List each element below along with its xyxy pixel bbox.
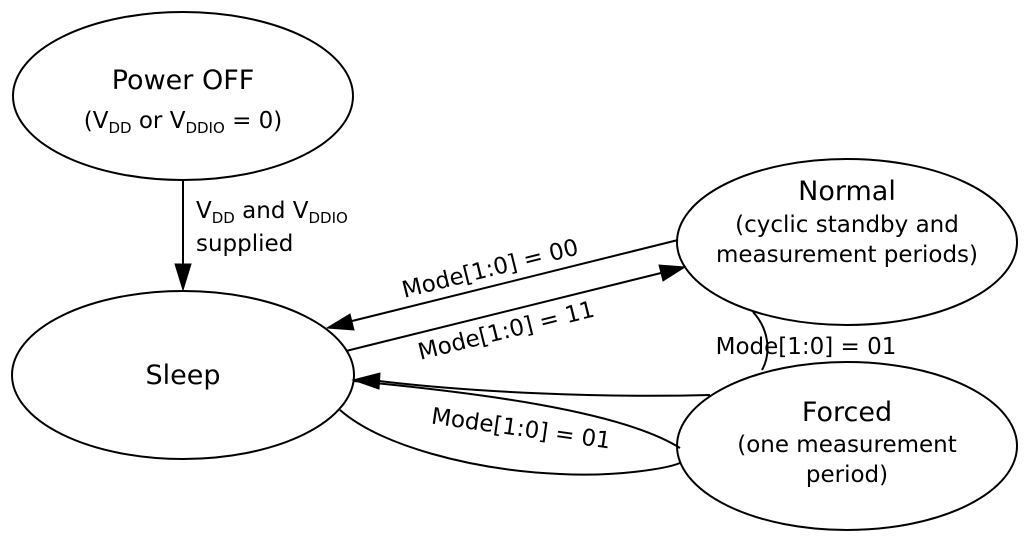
state-power-off-detail: (VDD or VDDIO = 0) xyxy=(84,108,283,137)
detail-mid: or V xyxy=(132,108,186,134)
state-power-off: Power OFF (VDD or VDDIO = 0) xyxy=(12,11,354,181)
state-forced: Forced (one measurement period) xyxy=(676,361,1018,531)
edge-sleep-forced-label: Mode[1:0] = 01 xyxy=(430,404,613,455)
state-normal-line1: (cyclic standby and xyxy=(735,212,959,238)
state-sleep: Sleep xyxy=(11,290,355,460)
label-sub-ddio: DDIO xyxy=(308,209,347,227)
edge-forced-to-sleep-arrowhead xyxy=(351,372,381,390)
edge-forced-to-sleep xyxy=(351,372,711,397)
label-v: V xyxy=(196,198,212,224)
edge-sleep-to-forced xyxy=(339,409,681,476)
state-power-off-shape xyxy=(12,11,354,181)
state-normal-line2: measurement periods) xyxy=(716,242,978,268)
state-power-off-title: Power OFF xyxy=(112,65,255,96)
edge-sleep-to-normal-line xyxy=(345,272,662,352)
edge-normal-to-forced-label: Mode[1:0] = 01 xyxy=(716,334,897,360)
edge-power-to-sleep-label: VDD and VDDIO xyxy=(196,198,348,227)
state-normal: Normal (cyclic standby and measurement p… xyxy=(676,158,1018,326)
edge-sleep-to-normal-label: Mode[1:0] = 11 xyxy=(415,297,597,366)
edge-forced-to-sleep-line xyxy=(378,380,711,397)
edge-normal-to-sleep-arrowhead xyxy=(325,313,355,331)
edge-normal-to-forced-line xyxy=(752,311,769,371)
detail-close: = 0) xyxy=(225,108,283,134)
detail-sub-ddio: DDIO xyxy=(185,119,224,137)
state-forced-line2: period) xyxy=(806,462,888,488)
edge-normal-to-sleep-line xyxy=(351,239,679,322)
state-forced-title: Forced xyxy=(802,397,892,428)
detail-sub-dd: DD xyxy=(108,119,131,137)
edge-sleep-to-forced-upper xyxy=(353,380,681,449)
state-normal-shape xyxy=(676,158,1018,326)
edge-normal-to-forced: Mode[1:0] = 01 xyxy=(716,311,897,371)
edge-normal-to-sleep-label: Mode[1:0] = 00 xyxy=(399,235,581,304)
edge-sleep-to-forced-upper-line xyxy=(353,380,681,449)
label-mid: and V xyxy=(235,198,309,224)
edge-power-to-sleep: VDD and VDDIO supplied xyxy=(174,181,348,292)
edge-sleep-to-normal-arrowhead xyxy=(658,264,687,282)
edge-power-to-sleep-arrowhead xyxy=(174,263,192,292)
detail-open: (V xyxy=(84,108,109,134)
edge-sleep-to-forced-line xyxy=(339,409,681,476)
state-sleep-title: Sleep xyxy=(145,360,220,391)
label-sub-dd: DD xyxy=(212,209,235,227)
state-forced-line1: (one measurement xyxy=(737,432,957,458)
edge-power-to-sleep-label-line2: supplied xyxy=(196,231,293,257)
state-normal-title: Normal xyxy=(798,176,896,207)
